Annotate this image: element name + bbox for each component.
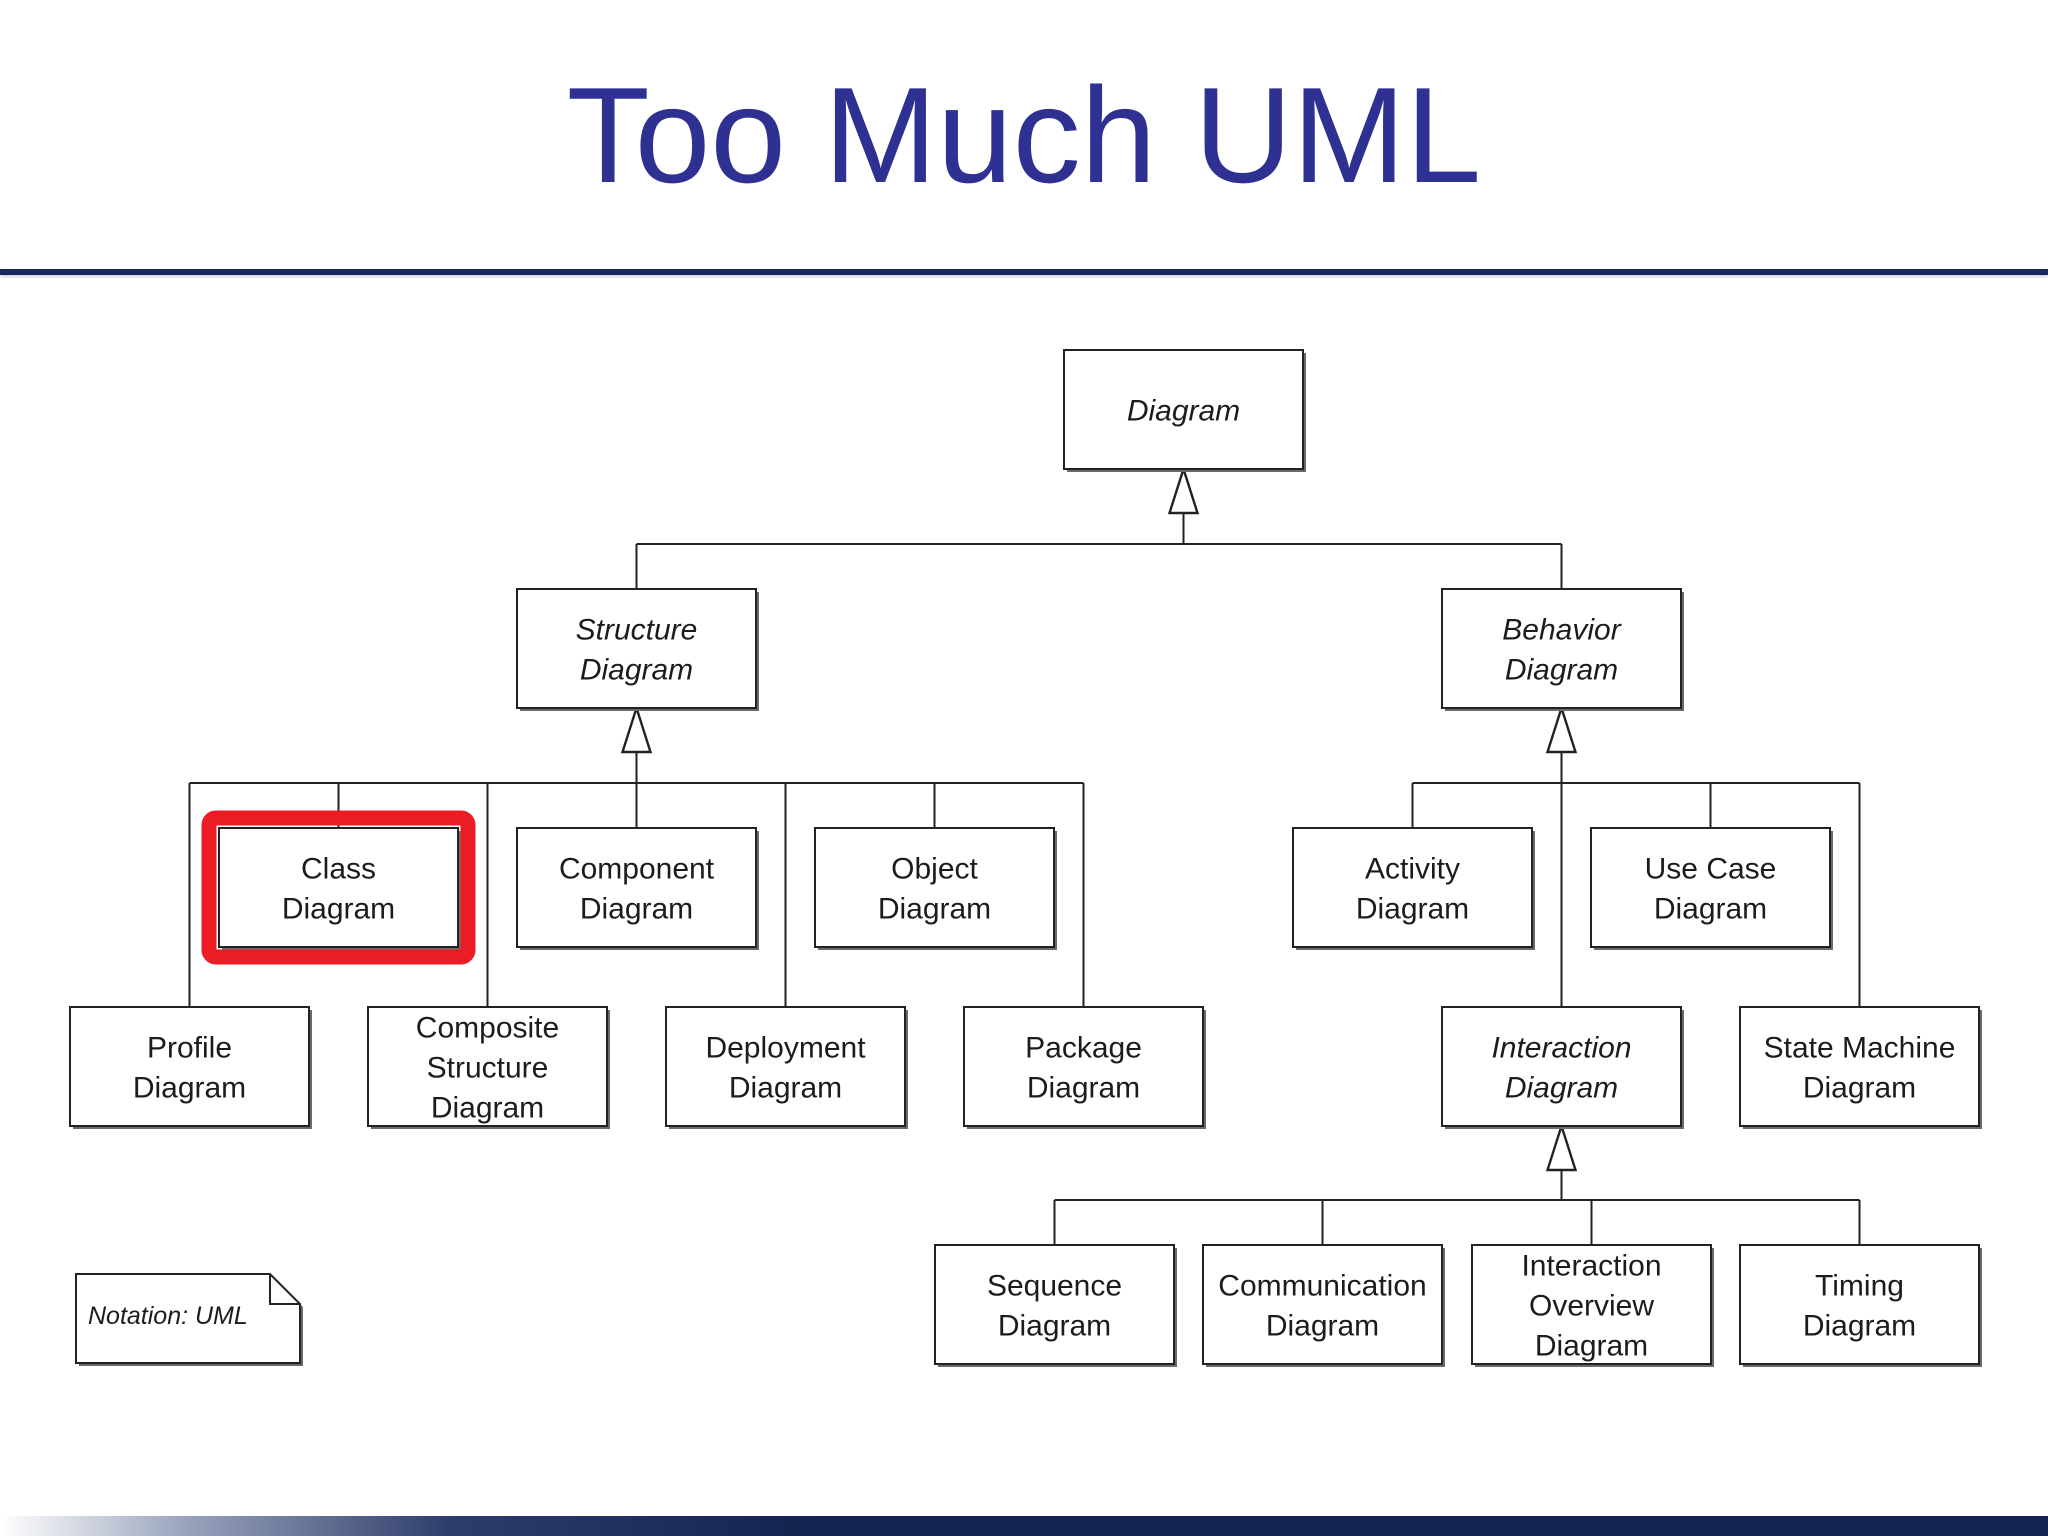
node-label: Diagram (580, 893, 693, 926)
node-box (814, 827, 1055, 948)
node-label: Interaction (1491, 1032, 1631, 1065)
node-label: Diagram (1027, 1072, 1140, 1105)
node-label: Deployment (705, 1032, 866, 1065)
node-label: Diagram (1654, 893, 1767, 926)
node-label: Diagram (1266, 1310, 1379, 1343)
generalization-edges (188, 465, 1861, 1245)
node-label: Diagram (282, 893, 395, 926)
node-label: Diagram (1356, 893, 1469, 926)
node-box (516, 827, 757, 948)
node-box (1441, 1006, 1682, 1127)
node-box (1739, 1244, 1980, 1365)
diagram-nodes: DiagramStructureDiagramBehaviorDiagramCl… (69, 349, 1982, 1367)
node-label: Diagram (1505, 1072, 1618, 1105)
node-box (1471, 1244, 1712, 1365)
node-label: Overview (1529, 1290, 1654, 1323)
note-fold (269, 1274, 300, 1305)
node-label: Diagram (729, 1072, 842, 1105)
title-divider (0, 269, 2048, 275)
node-label: Package (1025, 1032, 1142, 1065)
generalization-arrowhead-interaction (1545, 1122, 1578, 1172)
node-box (665, 1006, 906, 1127)
node-box (516, 588, 757, 709)
notation-note: Notation: UML (75, 1273, 303, 1366)
node-box (1590, 827, 1831, 948)
node-box (1292, 827, 1533, 948)
node-label: Component (559, 853, 715, 886)
node-label: State Machine (1764, 1032, 1956, 1065)
node-box (1063, 349, 1304, 470)
node-label: Diagram (878, 893, 991, 926)
generalization-arrowhead-behavior (1545, 704, 1578, 754)
node-label: Class (301, 853, 376, 886)
node-label: Communication (1218, 1270, 1426, 1303)
node-label: Use Case (1645, 853, 1777, 886)
note-label: Notation: UML (88, 1302, 248, 1330)
node-label: Interaction (1521, 1250, 1661, 1283)
node-label: Activity (1365, 853, 1460, 886)
highlight-box (201, 810, 476, 965)
node-label: Diagram (580, 654, 693, 687)
node-label: Sequence (987, 1270, 1122, 1303)
node-label: Behavior (1502, 614, 1621, 647)
node-label: Object (891, 853, 978, 886)
note-box (75, 1273, 301, 1364)
footer-bar (0, 1516, 2048, 1536)
node-label: Profile (147, 1032, 232, 1065)
node-label: Structure (576, 614, 698, 647)
node-label: Diagram (1127, 395, 1240, 428)
node-box (1441, 588, 1682, 709)
node-box (934, 1244, 1175, 1365)
node-box (218, 827, 459, 948)
generalization-arrowhead-structure (620, 704, 653, 754)
node-label: Diagram (998, 1310, 1111, 1343)
node-box (69, 1006, 310, 1127)
node-label: Diagram (1803, 1310, 1916, 1343)
node-label: Diagram (1535, 1330, 1648, 1363)
slide-title: Too Much UML (566, 59, 1482, 211)
node-label: Composite (416, 1012, 559, 1045)
node-label: Diagram (1505, 654, 1618, 687)
node-label: Diagram (431, 1092, 544, 1125)
node-label: Diagram (1803, 1072, 1916, 1105)
node-box (1739, 1006, 1980, 1127)
node-label: Timing (1815, 1270, 1904, 1303)
node-box (1202, 1244, 1443, 1365)
node-label: Diagram (133, 1072, 246, 1105)
node-box (963, 1006, 1204, 1127)
generalization-arrowhead-diagram (1167, 465, 1200, 515)
node-box (367, 1006, 608, 1127)
node-diagram: Diagram (1063, 349, 1306, 472)
node-label: Structure (427, 1052, 549, 1085)
